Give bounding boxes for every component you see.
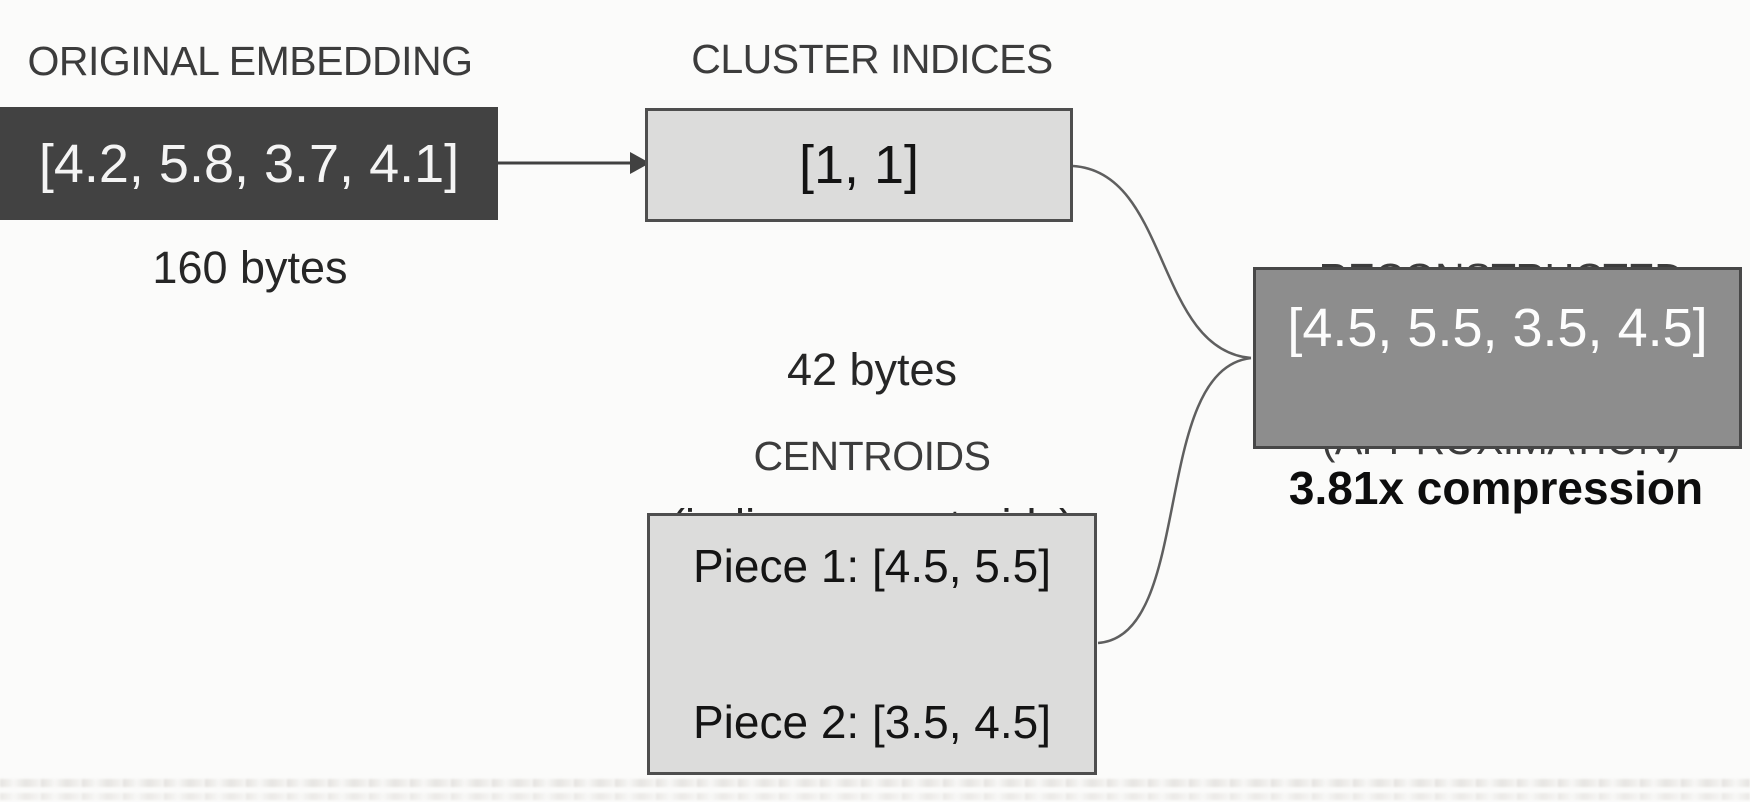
original-embedding-heading: ORIGINAL EMBEDDING xyxy=(27,38,473,84)
cluster-indices-heading: CLUSTER INDICES xyxy=(691,36,1053,82)
cluster-bytes-line1: 42 bytes xyxy=(786,344,958,395)
bottom-artifact-strip xyxy=(0,779,1750,787)
arrowhead-icon xyxy=(630,152,650,174)
centroids-heading: CENTROIDS xyxy=(753,433,991,479)
reconstructed-box: [4.5, 5.5, 3.5, 4.5] xyxy=(1253,267,1742,449)
curve-indices-to-reconstructed xyxy=(1072,164,1252,360)
cluster-indices-value: [1, 1] xyxy=(798,135,920,195)
original-bytes-label: 160 bytes xyxy=(152,242,348,293)
bottom-artifact-strip-2 xyxy=(0,793,1750,800)
curve-centroids-to-reconstructed xyxy=(1097,356,1252,645)
centroid-piece-2: Piece 2: [3.5, 4.5] xyxy=(692,696,1051,748)
centroid-piece-1: Piece 1: [4.5, 5.5] xyxy=(692,540,1051,592)
centroids-box: Piece 1: [4.5, 5.5] Piece 2: [3.5, 4.5] xyxy=(647,513,1097,775)
original-embedding-box: [4.2, 5.8, 3.7, 4.1] xyxy=(0,107,498,220)
compression-ratio-label: 3.81x compression xyxy=(1288,462,1704,514)
reconstructed-value: [4.5, 5.5, 3.5, 4.5] xyxy=(1287,298,1708,358)
centroids-values: Piece 1: [4.5, 5.5] Piece 2: [3.5, 4.5] xyxy=(693,436,1051,802)
original-embedding-value: [4.2, 5.8, 3.7, 4.1] xyxy=(38,133,460,194)
cluster-indices-box: [1, 1] xyxy=(645,108,1073,222)
